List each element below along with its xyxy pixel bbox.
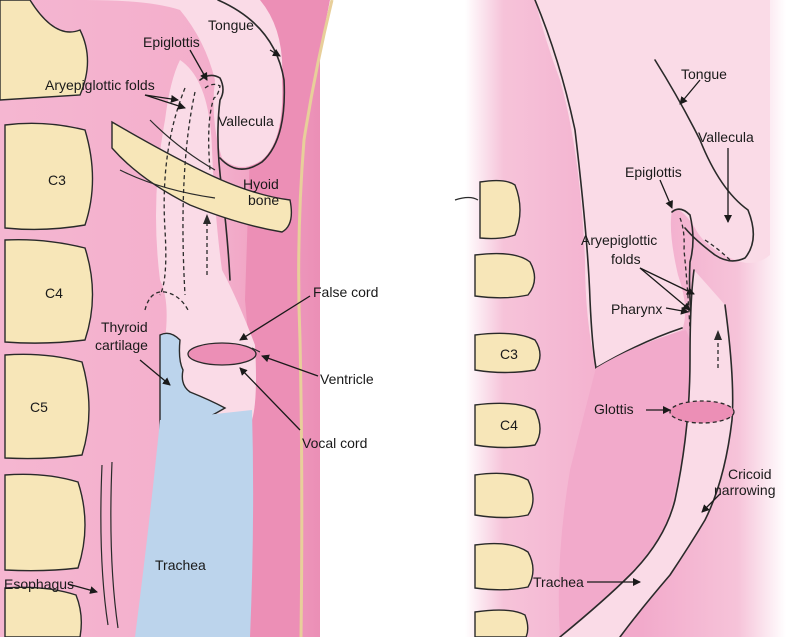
right-panel: Tongue Vallecula Epiglottis Aryepiglotti…	[455, 0, 786, 637]
label-thyroid-2: cartilage	[95, 337, 148, 353]
label-tongue-left: Tongue	[208, 17, 254, 33]
label-aryepiglottic-right-2: folds	[611, 251, 641, 267]
label-aryepiglottic-folds-left: Aryepiglottic folds	[45, 77, 155, 93]
label-trachea-left: Trachea	[155, 557, 206, 573]
right-glottis-oval	[670, 401, 734, 423]
label-trachea-right: Trachea	[533, 574, 584, 590]
label-vallecula-left: Vallecula	[218, 113, 274, 129]
right-vertebra-5	[475, 473, 533, 517]
label-glottis: Glottis	[594, 401, 634, 417]
right-vertebra-6	[475, 544, 533, 590]
label-esophagus: Esophagus	[4, 576, 74, 592]
label-hyoid-2: bone	[248, 192, 279, 208]
label-vocal-cord: Vocal cord	[302, 435, 367, 451]
label-c4-left: C4	[45, 285, 63, 301]
label-thyroid-1: Thyroid	[101, 319, 148, 335]
ventricle-oval	[188, 343, 256, 365]
left-panel: Tongue Epiglottis Aryepiglottic folds Va…	[0, 0, 378, 637]
right-vertebra-1	[480, 181, 520, 239]
label-epiglottis-right: Epiglottis	[625, 164, 682, 180]
label-vallecula-right: Vallecula	[698, 129, 754, 145]
label-epiglottis-left: Epiglottis	[143, 34, 200, 50]
label-c5-left: C5	[30, 399, 48, 415]
label-pharynx: Pharynx	[611, 301, 662, 317]
label-c3-right: C3	[500, 346, 518, 362]
vertebra-c7	[5, 587, 81, 637]
label-aryepiglottic-right-1: Aryepiglottic	[581, 232, 657, 248]
vertebra-c6	[5, 474, 85, 570]
label-c3-left: C3	[48, 172, 66, 188]
label-false-cord: False cord	[313, 284, 378, 300]
label-cricoid-2: narrowing	[714, 482, 775, 498]
label-c4-right: C4	[500, 417, 518, 433]
label-tongue-right: Tongue	[681, 66, 727, 82]
right-vertebra-7	[475, 610, 528, 637]
right-vertebra-2	[475, 254, 535, 298]
label-ventricle: Ventricle	[320, 371, 374, 387]
label-hyoid-1: Hyoid	[243, 176, 279, 192]
label-cricoid-1: Cricoid	[728, 466, 772, 482]
